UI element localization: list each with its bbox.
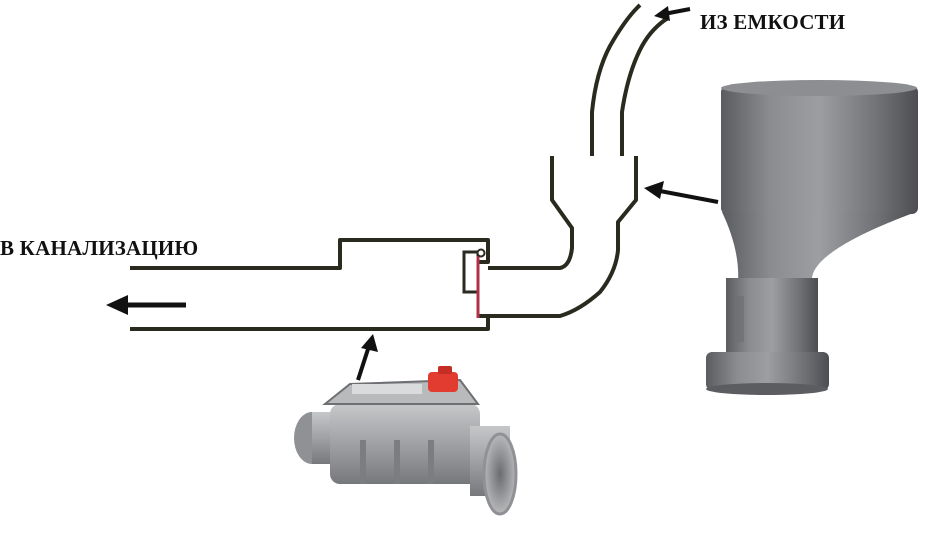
label-from-tank: ИЗ ЕМКОСТИ (700, 10, 846, 34)
check-valve-image (294, 366, 518, 516)
connector-pipe-outline (488, 3, 670, 318)
label-to-sewer: В КАНАЛИЗАЦИЮ (0, 236, 199, 260)
check-flap (462, 248, 486, 318)
reducer-pointer-arrow-icon (644, 181, 719, 204)
sewer-pipe-outline (130, 238, 490, 331)
pipe-reducer-image (706, 80, 918, 395)
arrow-left-icon (106, 295, 186, 315)
arrow-down-left-icon (654, 6, 691, 21)
valve-pointer-arrow-icon (356, 334, 378, 381)
